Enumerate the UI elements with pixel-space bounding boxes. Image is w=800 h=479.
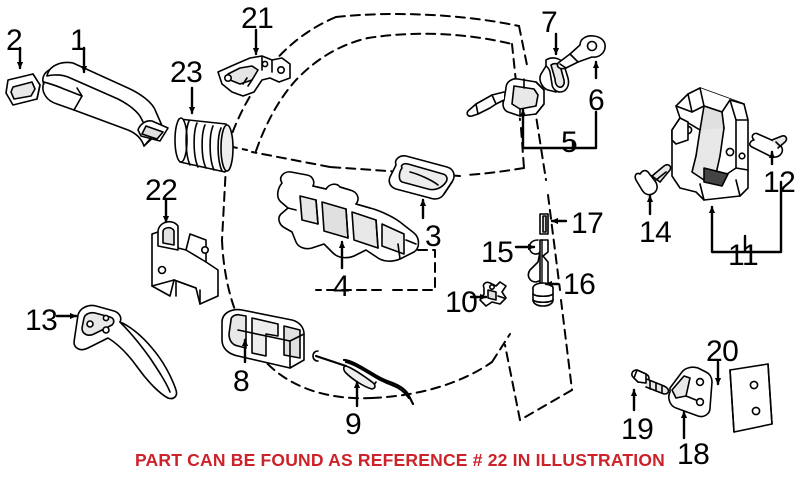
door-panel-inner-dash xyxy=(315,249,436,291)
part-5-lock-cylinder-assembly xyxy=(466,78,545,117)
callout-leaders xyxy=(16,28,783,440)
part-19-striker-bolt xyxy=(631,369,670,395)
callout-11: 11 xyxy=(728,239,759,272)
callout-2: 2 xyxy=(6,24,23,57)
callout-1: 1 xyxy=(70,24,87,57)
part-15-lock-rod-linkage xyxy=(527,239,549,293)
part-11-door-latch-assembly xyxy=(671,87,749,201)
callout-10: 10 xyxy=(445,286,478,319)
part-3-interior-door-handle xyxy=(388,155,455,200)
part-1-exterior-door-handle xyxy=(42,61,169,147)
callout-9: 9 xyxy=(345,408,362,441)
callout-4: 4 xyxy=(333,270,350,303)
callout-22: 22 xyxy=(145,174,178,207)
callout-13: 13 xyxy=(25,304,58,337)
callout-16: 16 xyxy=(563,268,596,301)
part-9-lock-actuating-rod xyxy=(312,350,415,406)
callout-12: 12 xyxy=(763,166,796,199)
callout-8: 8 xyxy=(233,365,250,398)
part-20-striker-shim-plate xyxy=(729,363,773,433)
callout-18: 18 xyxy=(677,438,710,471)
part-8-handle-trim-cover xyxy=(221,308,305,369)
part-6-lock-cylinder-lever xyxy=(556,35,606,70)
callout-14: 14 xyxy=(639,216,672,249)
leader-6-bracket xyxy=(521,110,598,150)
callout-17: 17 xyxy=(571,207,604,240)
callout-20: 20 xyxy=(706,335,739,368)
part-16-lock-knob xyxy=(532,282,554,307)
part-13-latch-actuator-lever xyxy=(73,304,178,400)
part-22-handle-carrier-bracket xyxy=(151,220,219,305)
callout-3: 3 xyxy=(425,220,442,253)
part-17-lock-knob-rod xyxy=(539,213,549,235)
callout-5: 5 xyxy=(561,126,578,159)
part-14-latch-mounting-bolt xyxy=(634,163,672,196)
callout-15: 15 xyxy=(481,236,514,269)
leader-11-bracket xyxy=(710,180,783,254)
reference-note: PART CAN BE FOUND AS REFERENCE # 22 IN I… xyxy=(134,450,666,470)
part-18-door-striker xyxy=(668,366,713,418)
part-12-latch-mounting-screw xyxy=(749,132,788,158)
part-10-rod-retaining-clip xyxy=(479,281,507,307)
part-2-handle-end-cap xyxy=(5,73,41,106)
callout-19: 19 xyxy=(621,413,654,446)
part-23-rubber-bellows-boot xyxy=(174,117,234,173)
callout-23: 23 xyxy=(170,56,203,89)
callout-21: 21 xyxy=(241,2,274,35)
part-4-interior-handle-housing xyxy=(276,171,420,262)
callout-6: 6 xyxy=(588,84,605,117)
part-21-handle-support-bracket xyxy=(217,55,291,97)
callout-7: 7 xyxy=(541,6,558,39)
